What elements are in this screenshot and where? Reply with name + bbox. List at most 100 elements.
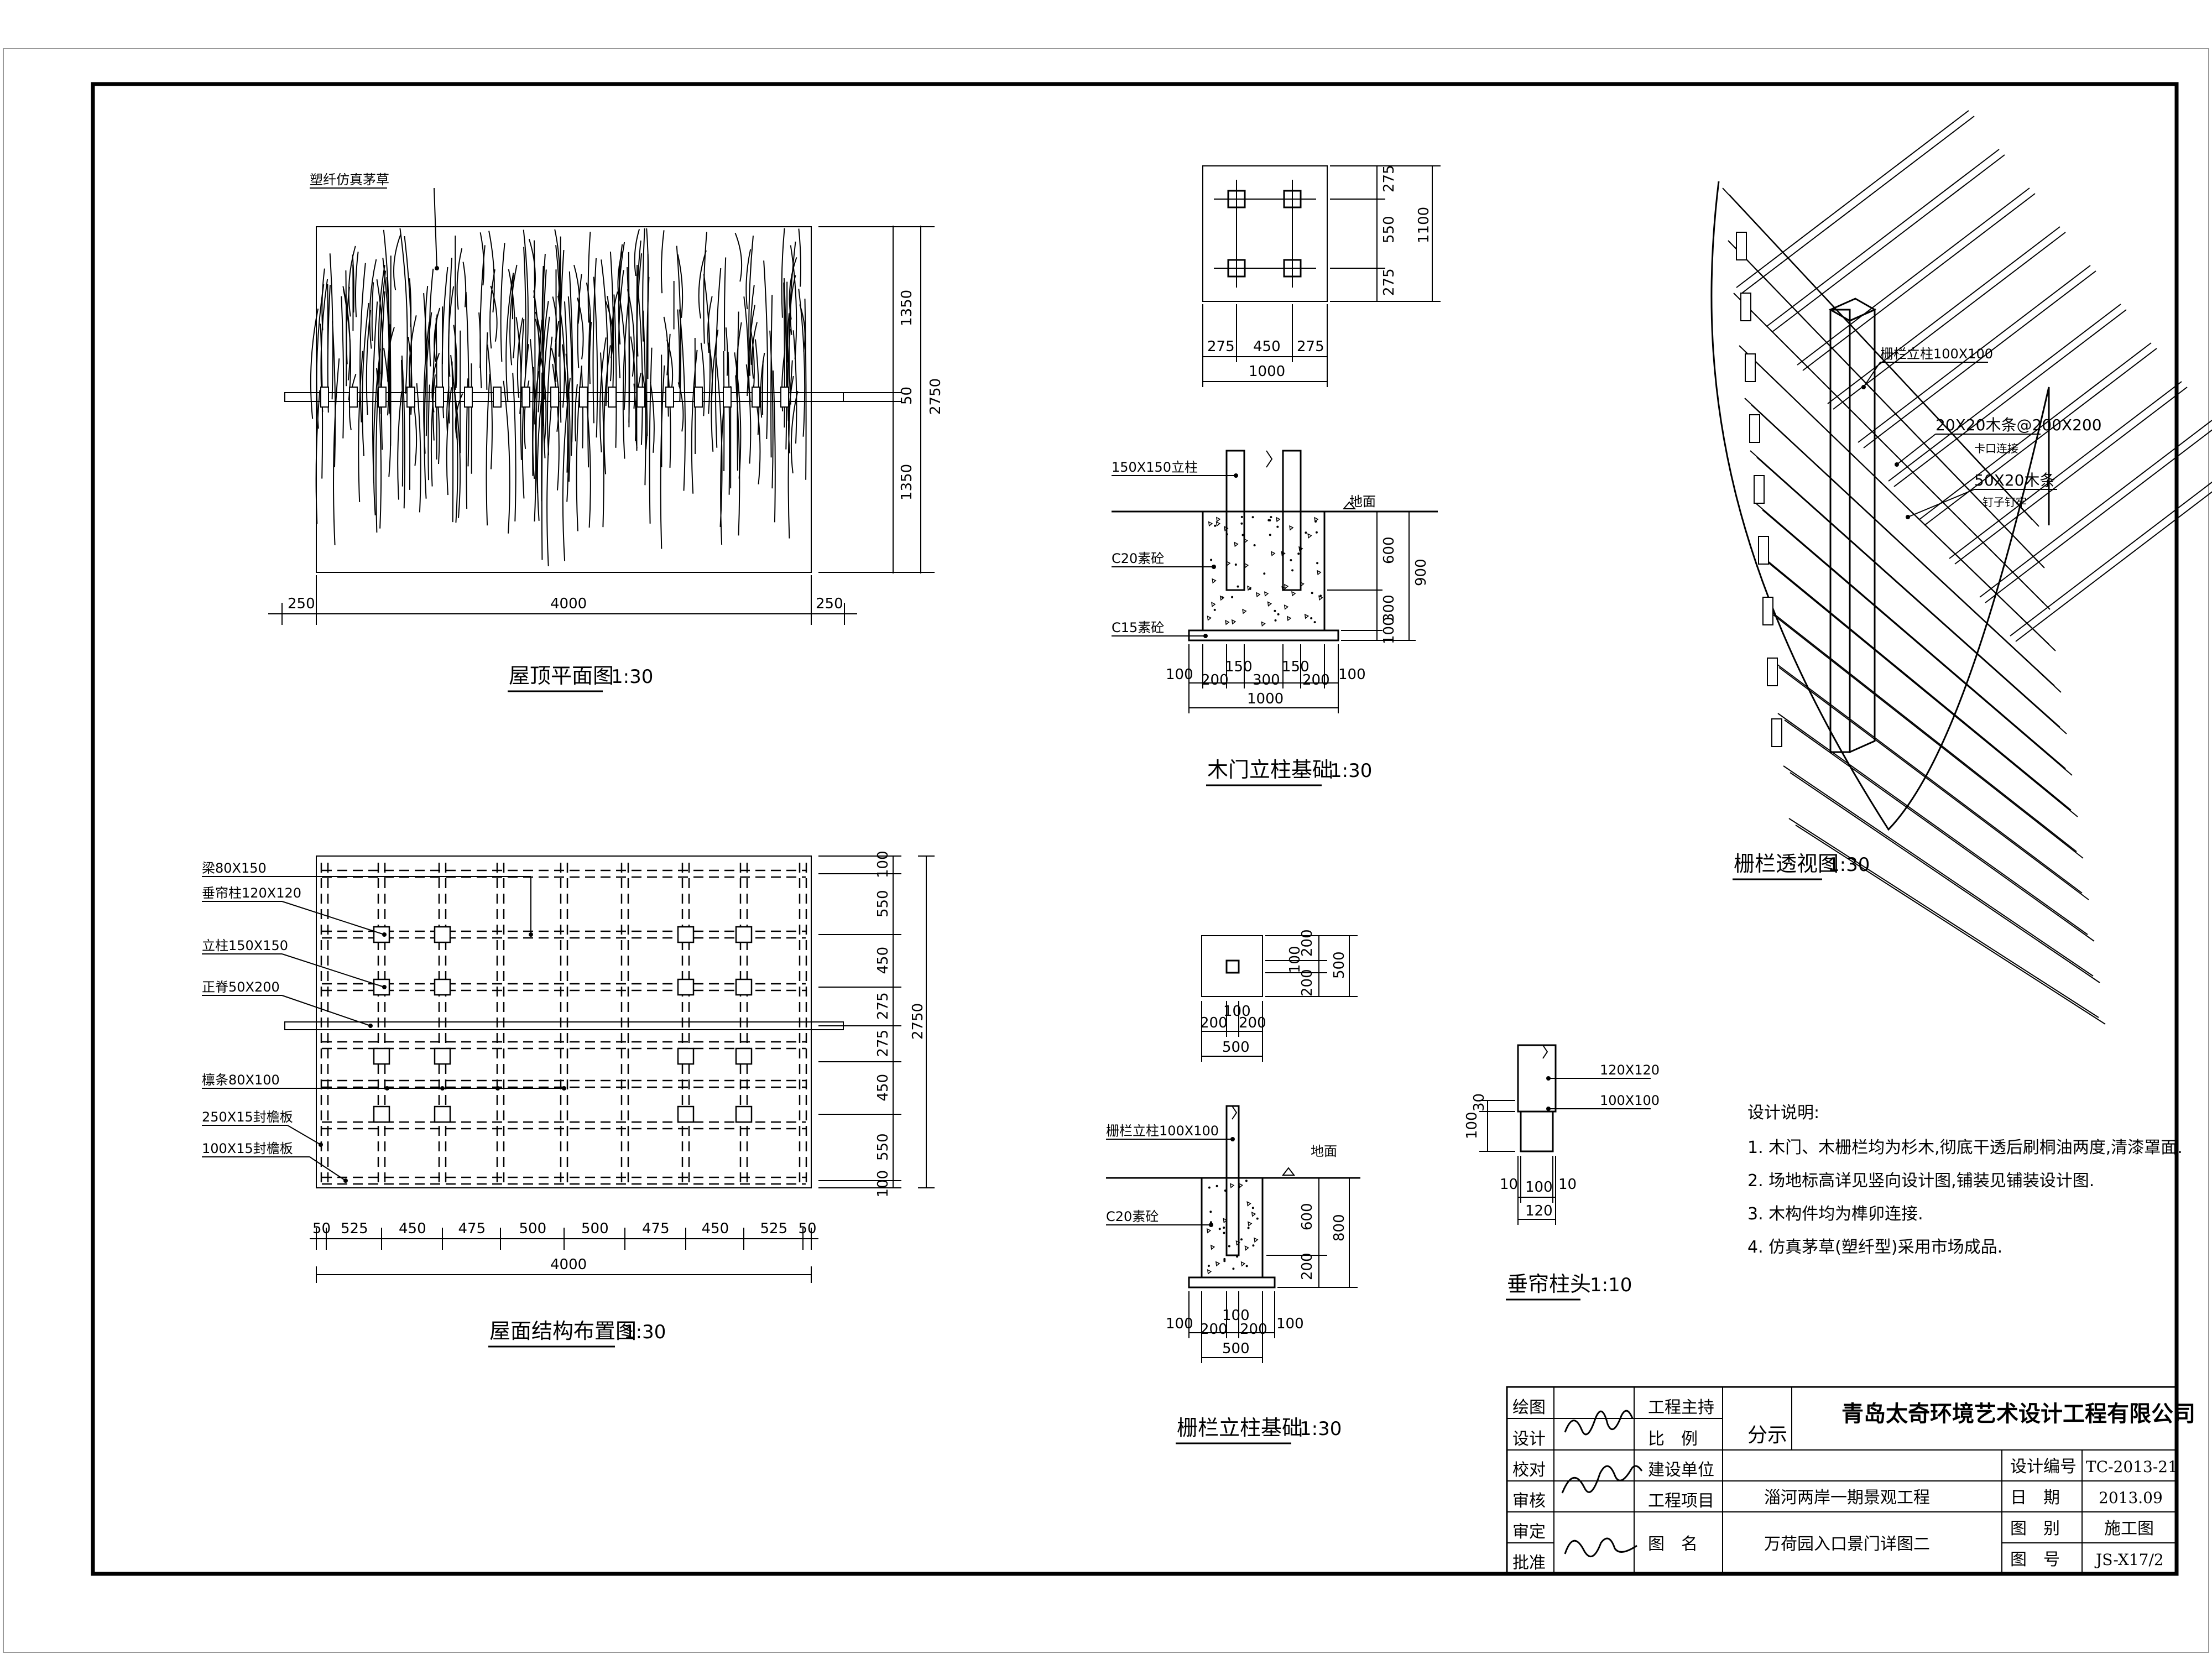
gate-foundation-view: 275 550 275 1100 275 450 275 1000 150X15… (1112, 165, 1441, 786)
thatch-stroke (530, 339, 536, 522)
thatch-stroke (462, 262, 467, 307)
roof-plan-dim-total: 2750 (927, 378, 944, 415)
fence-plan-dim-bottom-total: 500 (1222, 1039, 1250, 1056)
thatch-stroke (618, 270, 624, 379)
thatch-stroke (446, 387, 452, 495)
speckle (1247, 585, 1252, 591)
fence-label-nailed: 钉子钉牢 (1983, 495, 2027, 509)
roof-plan-view: 塑纤仿真茅草 250 4000 250 1350 50 1350 2750 屋顶… (268, 172, 944, 692)
lattice-rail (1924, 348, 2157, 526)
tb-row-approve: 审定 (1512, 1522, 1546, 1542)
lattice-block (1740, 293, 1751, 321)
thatch-stroke (327, 284, 329, 349)
gate-plan-dim-bottom-2: 450 (1253, 338, 1281, 355)
ridge-tick (579, 387, 588, 408)
fence-sec-dim-right-1: 600 (1299, 1203, 1316, 1230)
column-square (373, 1047, 390, 1065)
lattice-rail (1741, 116, 1975, 294)
speckle (1223, 1260, 1226, 1262)
thatch-stroke (552, 363, 560, 491)
thatch-stroke (667, 372, 671, 468)
thatch-stroke (773, 371, 776, 523)
thatch-stroke (592, 258, 597, 424)
thatch-stroke (787, 313, 790, 363)
thatch-stroke (646, 228, 649, 302)
ridge-tick-marks (320, 387, 789, 408)
thatch-stroke (517, 317, 524, 398)
thatch-stroke (393, 233, 401, 290)
thatch-stroke (505, 273, 514, 402)
structure-grid (320, 863, 807, 1185)
ridge-tick (665, 387, 674, 408)
fence-sec-dim-bottom-5: 100 (1276, 1316, 1304, 1332)
tb-row-check: 校对 (1512, 1460, 1546, 1480)
speckle (1254, 1237, 1259, 1243)
fence-sec-dim-bottom-1: 100 (1166, 1316, 1193, 1332)
speckle (1234, 564, 1237, 566)
thatch-stroke (512, 373, 517, 521)
column-square (735, 1047, 753, 1065)
fence-sec-dim-bottom-4: 200 (1240, 1321, 1267, 1338)
lattice-rail (1858, 265, 2091, 443)
tb-label-date: 日 期 (2010, 1488, 2060, 1507)
tb-drawing-name: 万荷园入口景门详图二 (1764, 1535, 1930, 1554)
fence-label-ground: 地面 (1311, 1144, 1337, 1159)
fence-plan-dim-bottom-3: 200 (1239, 1015, 1266, 1031)
speckle (1311, 592, 1313, 594)
thatch-stroke (703, 274, 711, 414)
struct-label-ridge: 正脊50X200 (202, 979, 280, 995)
thatch-stroke (663, 316, 669, 375)
thatch-stroke (763, 260, 769, 440)
column-square (434, 926, 451, 943)
thatch-stroke (743, 296, 749, 397)
speckle (1263, 572, 1266, 575)
thatch-stroke (430, 374, 436, 487)
speckle (1245, 1265, 1248, 1267)
gate-plan-dim-right-total: 1100 (1416, 207, 1432, 243)
gate-plan-dim-bottom-total: 1000 (1249, 363, 1285, 380)
struct-dim-bottom: 450 (399, 1220, 426, 1237)
struct-dim-bottom-total: 4000 (550, 1256, 587, 1273)
fence-plan-outline (1201, 935, 1263, 997)
roof-plan-dim-right-2: 50 (899, 387, 915, 405)
fence-plan-dim-bottom-2: 100 (1223, 1003, 1251, 1020)
tb-label-drawing-name: 图 名 (1648, 1535, 1698, 1554)
speckle (1245, 1180, 1248, 1182)
lattice-rail (1863, 270, 2096, 448)
fence-plan-dim-right-2: 100 (1287, 946, 1303, 973)
ridge-tick (550, 387, 559, 408)
thatch-stroke (630, 336, 636, 409)
speckle (1297, 552, 1300, 555)
thatch-stroke (627, 267, 630, 423)
speckle (1310, 617, 1313, 619)
ridge-beam (284, 392, 844, 402)
speckle (1223, 1218, 1228, 1223)
lattice-slat (1783, 765, 2094, 977)
fence-label-rail: 50X20木条 (1974, 471, 2055, 489)
ridge-tick (320, 387, 329, 408)
thatch-stroke (725, 327, 728, 376)
thatch-stroke (490, 285, 498, 342)
thatch-outline (316, 226, 812, 573)
thatch-stroke (724, 257, 727, 352)
tb-label-chief: 工程主持 (1648, 1398, 1714, 1417)
thatch-stroke (424, 285, 429, 359)
speckle (1231, 596, 1234, 598)
thatch-stroke (431, 353, 440, 413)
thatch-stroke (333, 358, 340, 546)
speckle (1225, 619, 1230, 625)
thatch-stroke (362, 302, 369, 456)
gate-label-c20: C20素砼 (1112, 551, 1164, 566)
speckle (1247, 1227, 1250, 1229)
column-square (735, 926, 753, 943)
thatch-stroke (633, 383, 637, 441)
thatch-stroke (700, 342, 705, 416)
thatch-stroke (321, 268, 325, 331)
gate-plan-dim-right-1: 275 (1381, 165, 1397, 192)
ridge-tick (752, 387, 760, 408)
thatch-stroke (714, 268, 722, 448)
design-notes: 设计说明: 1. 木门、木栅栏均为杉木,彻底干透后刷桐油两度,清漆罩面. 2. … (1747, 1103, 2183, 1257)
fence-concrete-base (1188, 1276, 1276, 1288)
speckle (1256, 592, 1261, 598)
